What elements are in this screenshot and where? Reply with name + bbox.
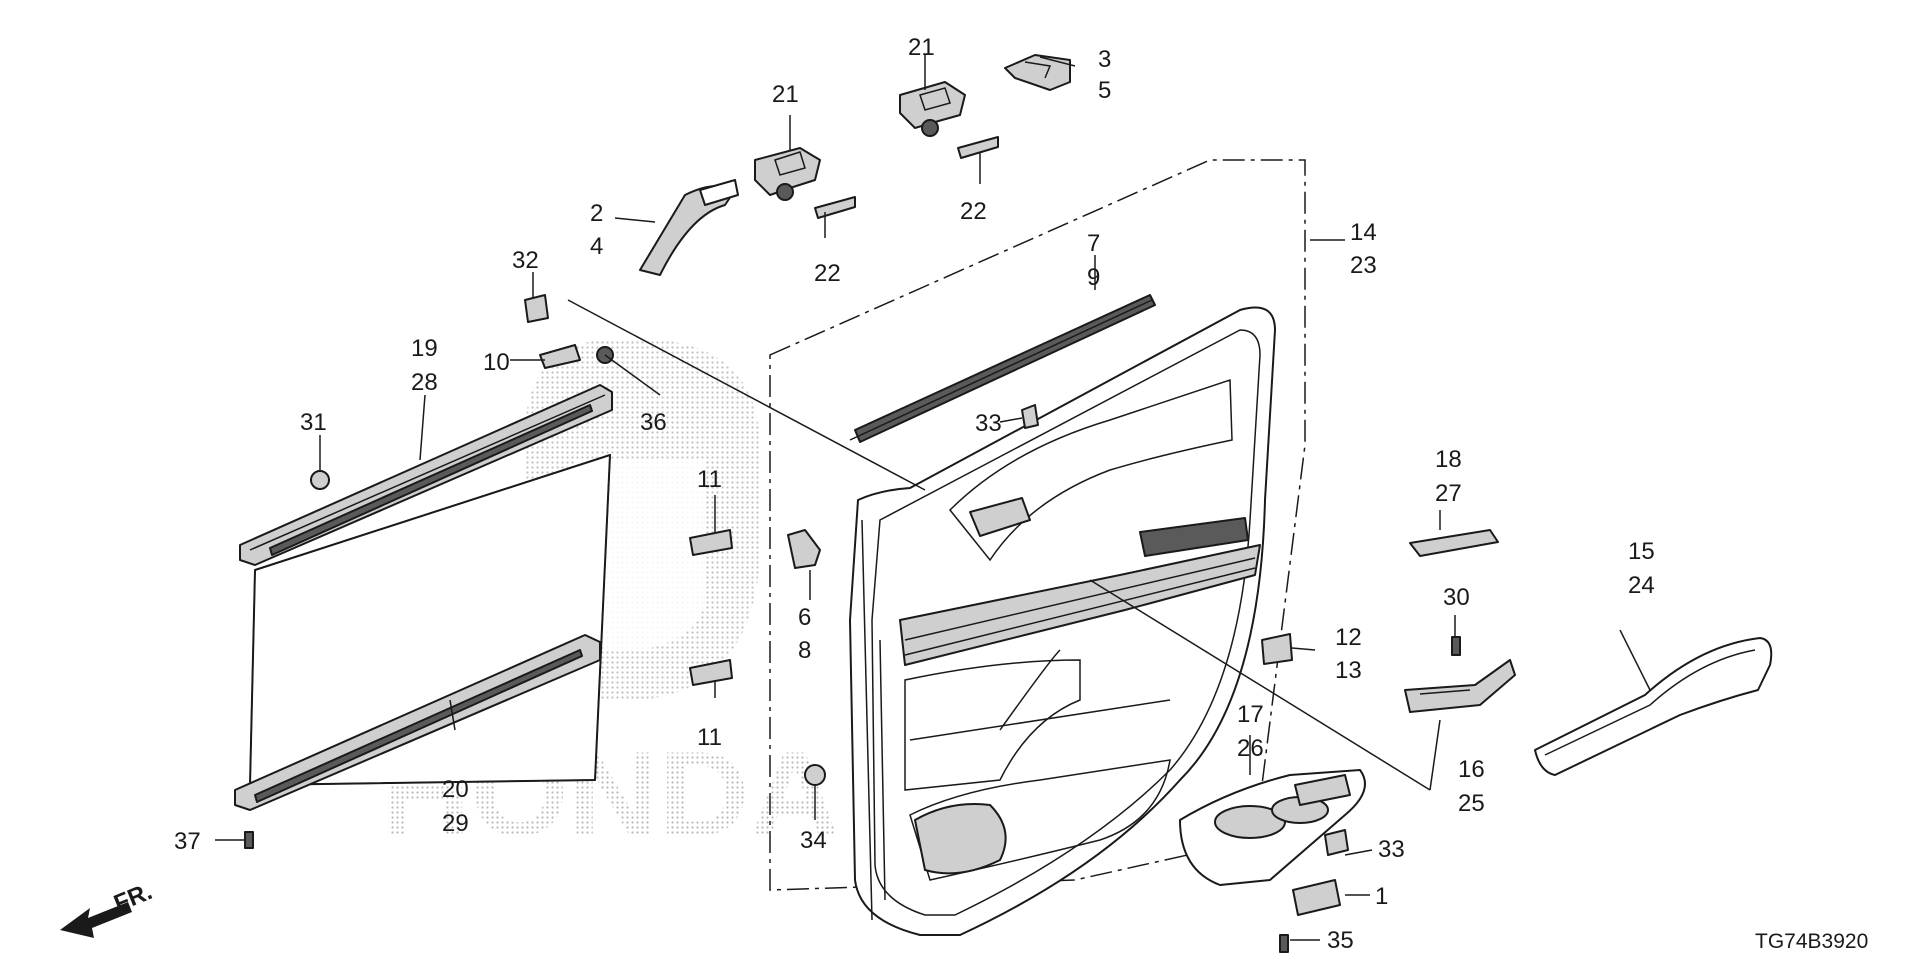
- armrest-cover: [1534, 637, 1773, 776]
- handle-cap-left: [814, 196, 856, 219]
- callout-8: 8: [798, 637, 811, 664]
- callout-21-right: 21: [908, 34, 935, 61]
- clip-11-upper: [689, 529, 733, 556]
- callout-13: 13: [1335, 657, 1362, 684]
- inner-handle-right: [899, 81, 966, 137]
- callout-labels: 3 5 21 21 22 22 2 4 7 9 14 23 32 10 19 2…: [174, 34, 1655, 954]
- callout-34: 34: [800, 827, 827, 854]
- callout-4: 4: [590, 233, 603, 260]
- grommet-34: [804, 764, 826, 786]
- door-lining-assembly: [769, 159, 1306, 936]
- grab-handle-trim: [639, 179, 739, 276]
- callout-36: 36: [640, 409, 667, 436]
- clip-12: [1261, 633, 1293, 665]
- callout-21-left: 21: [772, 81, 799, 108]
- callout-1: 1: [1375, 883, 1388, 910]
- callout-25: 25: [1458, 790, 1485, 817]
- handle-bracket-top: [1004, 54, 1071, 91]
- callout-3: 3: [1098, 46, 1111, 73]
- callout-10: 10: [483, 349, 510, 376]
- callout-19: 19: [411, 335, 438, 362]
- callout-22-right: 22: [960, 198, 987, 225]
- screw-35: [1279, 934, 1289, 953]
- callout-5: 5: [1098, 77, 1111, 104]
- callout-24: 24: [1628, 572, 1655, 599]
- callout-30: 30: [1443, 584, 1470, 611]
- clip-31: [310, 470, 330, 490]
- sunshade-assembly: [234, 294, 614, 849]
- callout-9: 9: [1087, 264, 1100, 291]
- screw-30: [1451, 636, 1461, 656]
- callout-28: 28: [411, 369, 438, 396]
- callout-33-lower: 33: [1378, 836, 1405, 863]
- clip-32: [524, 294, 549, 323]
- callout-15: 15: [1628, 538, 1655, 565]
- callout-18: 18: [1435, 446, 1462, 473]
- clip-33-lower: [1324, 829, 1349, 856]
- callout-22-left: 22: [814, 260, 841, 287]
- callout-11-lower: 11: [697, 724, 722, 751]
- callout-11-upper: 11: [697, 466, 722, 493]
- callout-23: 23: [1350, 252, 1377, 279]
- callout-26: 26: [1237, 735, 1264, 762]
- clips: [689, 404, 1461, 786]
- switch-1: [1292, 879, 1341, 916]
- callout-31: 31: [300, 409, 327, 436]
- callout-16: 16: [1458, 756, 1485, 783]
- callout-33-upper: 33: [975, 410, 1002, 437]
- callout-35: 35: [1327, 927, 1354, 954]
- fastener-6: [787, 529, 821, 569]
- callout-20: 20: [442, 776, 469, 803]
- callout-7: 7: [1087, 230, 1100, 257]
- callout-2: 2: [590, 200, 603, 227]
- leader-lines: [215, 55, 1651, 941]
- callout-17: 17: [1237, 701, 1264, 728]
- inner-handle-left: [754, 147, 821, 201]
- screw-37: [244, 831, 254, 849]
- callout-6: 6: [798, 604, 811, 631]
- callout-27: 27: [1435, 480, 1462, 507]
- handle-cap-right: [957, 136, 999, 159]
- clip-33-upper: [1021, 404, 1039, 429]
- front-direction-arrow: FR.: [60, 878, 156, 938]
- callout-32: 32: [512, 247, 539, 274]
- cup-holder: [1179, 769, 1366, 886]
- door-lining-boundary: [769, 159, 1306, 891]
- clip-11-lower: [689, 659, 733, 686]
- callout-29: 29: [442, 810, 469, 837]
- callout-14: 14: [1350, 219, 1377, 246]
- bracket-10: [539, 344, 581, 369]
- window-weatherstrip: [849, 294, 1156, 443]
- callout-37: 37: [174, 828, 201, 855]
- drawing-code: TG74B3920: [1755, 930, 1868, 953]
- switch-bezel-16: [1404, 659, 1516, 713]
- callout-12: 12: [1335, 624, 1362, 651]
- front-direction-label: FR.: [110, 878, 156, 918]
- switch-panel-trim: [1409, 529, 1499, 557]
